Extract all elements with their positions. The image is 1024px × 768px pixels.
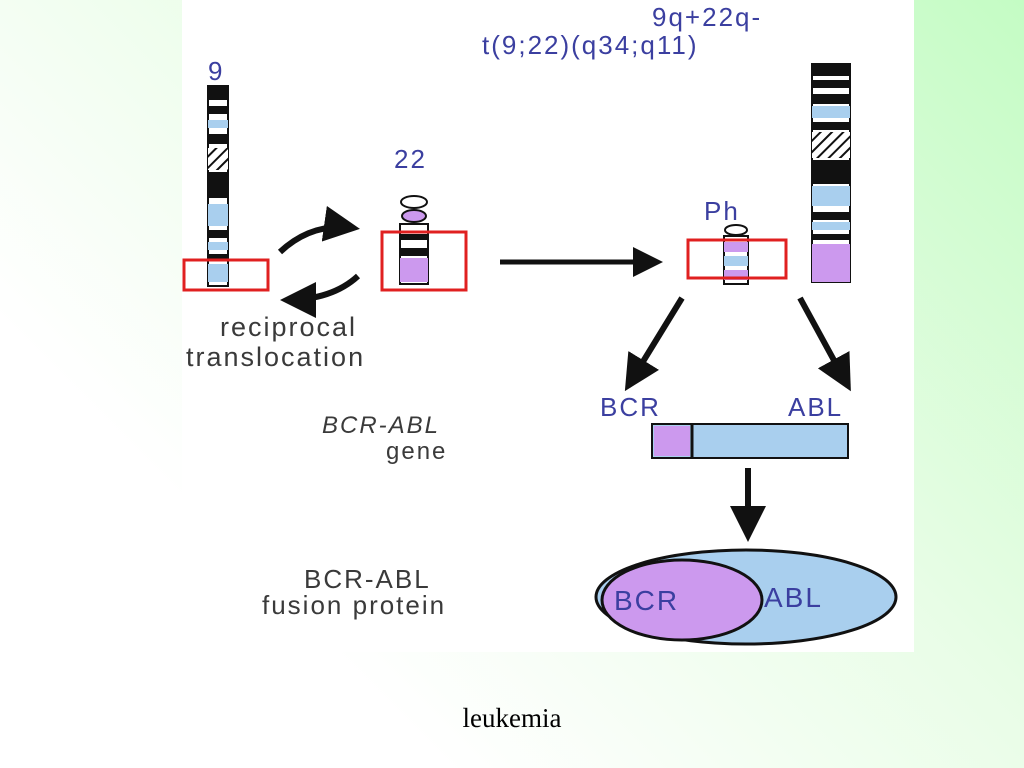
ph-breakpoint-box <box>686 238 788 280</box>
split-arrow-left <box>624 296 685 392</box>
karyotype-label: t(9;22)(q34;q11) <box>482 30 699 60</box>
split-arrow-right <box>797 296 851 392</box>
translocation-figure: 9 22 9q+22q- t(9;22)(q34;q11) Ph recipro… <box>182 0 914 652</box>
chr9-label: 9 <box>208 56 225 86</box>
philadelphia-chromosome <box>686 224 788 285</box>
chromosome-22 <box>380 195 468 292</box>
chr22-breakpoint-box <box>380 230 468 292</box>
gene-title-line2: gene <box>386 438 448 465</box>
translocation-label-line2: translocation <box>186 342 366 372</box>
gene-abl-label: ABL <box>788 392 844 422</box>
exchange-arrow-upper <box>277 205 360 255</box>
slide-caption: leukemia <box>462 703 562 733</box>
exchange-arrow-lower <box>280 273 361 318</box>
fusion-gene-bar <box>651 423 849 459</box>
protein-title-line2: fusion protein <box>262 590 447 620</box>
chromosome-9 <box>182 85 270 292</box>
protein-bcr-label: BCR <box>614 585 680 616</box>
chr22-label: 22 <box>394 144 427 174</box>
chr9-breakpoint-box <box>182 258 270 292</box>
gene-bcr-label: BCR <box>600 392 661 422</box>
protein-abl-label: ABL <box>764 582 823 613</box>
derivative-label: 9q+22q- <box>652 2 763 32</box>
protein-title-line1: BCR-ABL <box>304 564 431 594</box>
derivative-chromosome-9 <box>811 63 851 283</box>
gene-title-line1: BCR-ABL <box>322 412 441 439</box>
ph-label: Ph <box>704 196 740 226</box>
fusion-protein <box>594 548 898 646</box>
translocation-label-line1: reciprocal <box>220 312 358 342</box>
